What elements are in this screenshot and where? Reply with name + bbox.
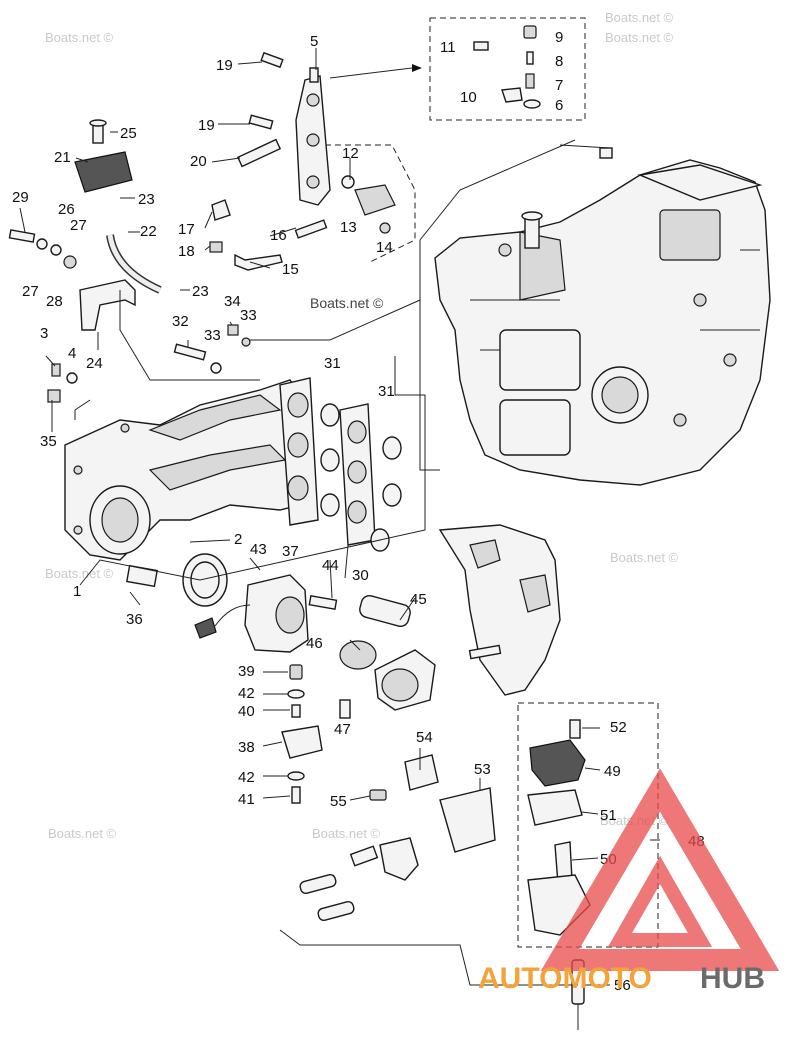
callout-41: 41 xyxy=(238,791,255,808)
callout-4: 4 xyxy=(68,345,76,362)
callout-28: 28 xyxy=(46,293,63,310)
upper-left-parts xyxy=(8,119,251,403)
callout-33-left: 33 xyxy=(204,327,221,344)
callout-47: 47 xyxy=(334,721,351,738)
lower-connector xyxy=(299,837,419,922)
callout-36: 36 xyxy=(126,611,143,628)
manifold-gasket xyxy=(320,403,402,552)
callout-27-lower: 27 xyxy=(22,283,39,300)
callout-54: 54 xyxy=(416,729,433,746)
callout-52: 52 xyxy=(610,719,627,736)
callout-2: 2 xyxy=(234,531,242,548)
callout-26: 26 xyxy=(58,201,75,218)
callout-27-upper: 27 xyxy=(70,217,87,234)
watermark: Boats.net © xyxy=(605,30,674,45)
callout-22: 22 xyxy=(140,223,157,240)
brand-name-part2: HUB xyxy=(700,962,765,995)
fuel-rail xyxy=(209,51,396,271)
callout-7: 7 xyxy=(555,77,563,94)
callout-34: 34 xyxy=(224,293,241,310)
callout-30: 30 xyxy=(352,567,369,584)
watermark: Boats.net © xyxy=(45,30,114,45)
callout-16: 16 xyxy=(270,227,287,244)
callout-23-upper: 23 xyxy=(138,191,155,208)
callout-numbers: 1 2 3 4 5 6 7 8 9 10 11 12 13 14 15 16 1… xyxy=(12,29,705,994)
callout-43: 43 xyxy=(250,541,267,558)
callout-15: 15 xyxy=(282,261,299,278)
callout-46: 46 xyxy=(306,635,323,652)
callout-13: 13 xyxy=(340,219,357,236)
callout-23-lower: 23 xyxy=(192,283,209,300)
watermark: Boats.net © xyxy=(48,826,117,841)
callout-21: 21 xyxy=(54,149,71,166)
callout-24: 24 xyxy=(86,355,103,372)
callout-5: 5 xyxy=(310,33,318,50)
callout-56: 56 xyxy=(614,977,631,994)
callout-44: 44 xyxy=(322,557,339,574)
callout-9: 9 xyxy=(555,29,563,46)
callout-19-top: 19 xyxy=(216,57,233,74)
callout-45: 45 xyxy=(410,591,427,608)
callout-19-mid: 19 xyxy=(198,117,215,134)
callout-33-right: 33 xyxy=(240,307,257,324)
callout-14: 14 xyxy=(376,239,393,256)
throttle-body xyxy=(126,553,338,804)
callout-53: 53 xyxy=(474,761,491,778)
callout-29: 29 xyxy=(12,189,29,206)
callout-55: 55 xyxy=(330,793,347,810)
callout-1: 1 xyxy=(73,583,81,600)
inset-frames xyxy=(325,17,659,948)
callout-49: 49 xyxy=(604,763,621,780)
callout-25: 25 xyxy=(120,125,137,142)
callout-11: 11 xyxy=(440,39,456,56)
callout-10: 10 xyxy=(460,89,477,106)
callout-31-left: 31 xyxy=(324,355,341,372)
callout-35: 35 xyxy=(40,433,57,450)
callout-38: 38 xyxy=(238,739,255,756)
inset-injector-detail xyxy=(325,144,416,263)
fuel-rail-detail-parts xyxy=(473,25,541,109)
brand-name-part1: AUTOMOTO xyxy=(478,962,652,995)
callout-18: 18 xyxy=(178,243,195,260)
callout-31-right: 31 xyxy=(378,383,395,400)
callout-39: 39 xyxy=(238,663,255,680)
watermark: Boats.net © xyxy=(610,550,679,565)
watermark: Boats.net © xyxy=(605,10,674,25)
callout-6: 6 xyxy=(555,97,563,114)
brand-triangle-icon xyxy=(540,768,780,971)
watermark: Boats.net © xyxy=(45,566,114,581)
callout-12: 12 xyxy=(342,145,359,162)
inset-sensor-kit xyxy=(517,702,659,948)
intake-silencer xyxy=(339,524,561,853)
callout-40: 40 xyxy=(238,703,255,720)
callout-42-lower: 42 xyxy=(238,769,255,786)
callout-8: 8 xyxy=(555,53,563,70)
watermark: Boats.net © xyxy=(310,295,384,311)
callout-3: 3 xyxy=(40,325,48,342)
callout-37: 37 xyxy=(282,543,299,560)
intake-manifold xyxy=(64,377,319,561)
watermark: Boats.net © xyxy=(312,826,381,841)
inset-fuel-rail-detail xyxy=(429,17,586,121)
callout-51: 51 xyxy=(600,807,617,824)
callout-32: 32 xyxy=(172,313,189,330)
cylinder-block xyxy=(434,147,771,486)
leader-lines xyxy=(19,48,660,1030)
callout-20: 20 xyxy=(190,153,207,170)
callout-42-upper: 42 xyxy=(238,685,255,702)
brand-logo: AUTOMOTO HUB xyxy=(478,768,780,995)
callout-17: 17 xyxy=(178,221,195,238)
